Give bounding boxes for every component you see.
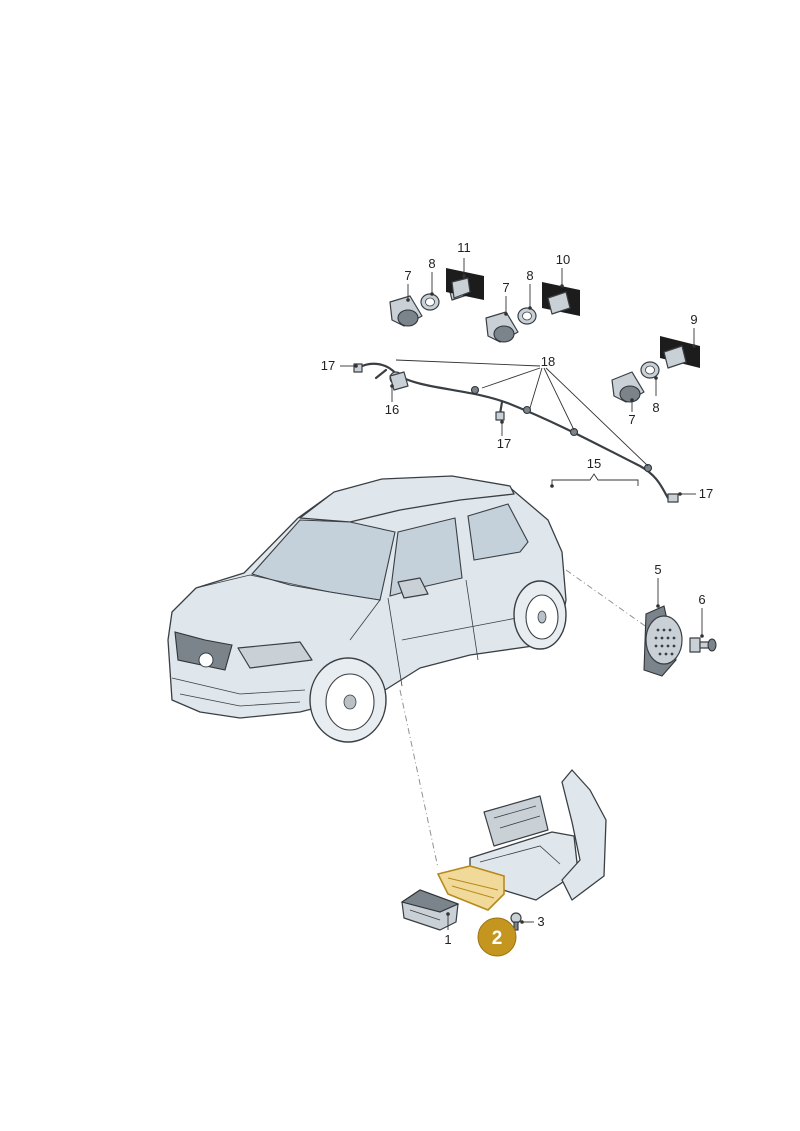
callout-2: 2: [492, 928, 503, 949]
callout-3: 3: [537, 914, 544, 929]
callout-labels: 11 8 7 10 8 7 9 17 18 16 8 7 17 15 17 5 …: [321, 240, 713, 947]
warning-buzzer: [643, 605, 683, 677]
reference-line-control-unit: [399, 689, 439, 869]
callout-16: 16: [385, 402, 399, 417]
callout-7-right: 7: [628, 412, 635, 427]
sensor-group-middle: [485, 282, 580, 343]
callout-17-middle: 17: [497, 436, 511, 451]
buzzer-screw: [689, 637, 717, 653]
callout-18: 18: [541, 354, 555, 369]
callout-6: 6: [698, 592, 705, 607]
callout-5: 5: [654, 562, 661, 577]
callout-1: 1: [444, 932, 451, 947]
car-illustration: [167, 475, 567, 743]
callout-10: 10: [556, 252, 570, 267]
callout-7-left: 7: [404, 268, 411, 283]
sensor-group-left: [389, 268, 484, 327]
callout-17-left: 17: [321, 358, 335, 373]
callout-7-middle: 7: [502, 280, 509, 295]
callout-11: 11: [457, 240, 471, 255]
leader-lines: [340, 258, 704, 930]
callout-9: 9: [690, 312, 697, 327]
callout-8-middle: 8: [526, 268, 533, 283]
callout-15: 15: [587, 456, 601, 471]
callout-8-left: 8: [428, 256, 435, 271]
sensor-group-right: [611, 336, 700, 403]
control-unit-screw: [510, 912, 522, 931]
callout-17-right: 17: [699, 486, 713, 501]
wiring-harness: [353, 362, 679, 503]
callout-8-right: 8: [652, 400, 659, 415]
reference-line-buzzer: [565, 569, 649, 629]
control-unit-bracket-highlighted: [436, 865, 505, 911]
parking-aid-control-unit: [400, 889, 460, 931]
highlight-badge[interactable]: 2: [477, 917, 517, 957]
